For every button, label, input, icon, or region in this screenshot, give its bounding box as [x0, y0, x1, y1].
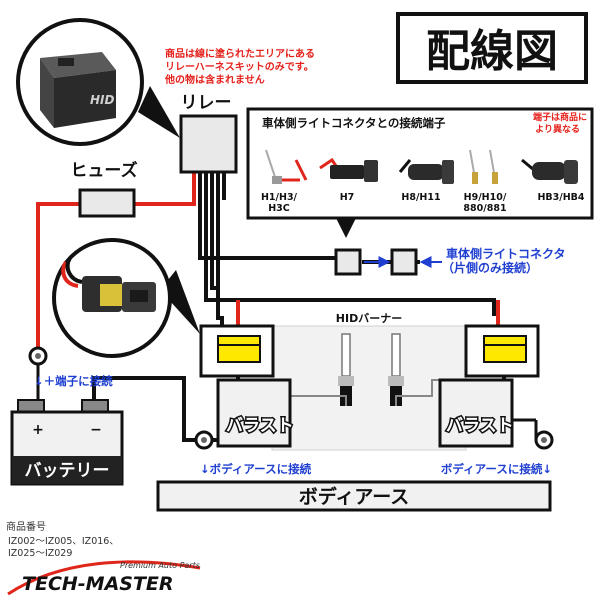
- notice-line-1: 商品は線に塗られたエリアにある: [165, 47, 315, 60]
- connector-type-h1-line1: H1/H3/: [261, 192, 298, 203]
- hid-burner-area: [271, 325, 467, 451]
- relay-block: [179, 114, 238, 174]
- brand-name: TECH-MASTER: [22, 573, 174, 595]
- connector-types-panel: 車体側ライトコネクタとの接続端子 端子は商品に より異なる: [246, 107, 594, 220]
- right-ballast: [438, 378, 514, 448]
- fuse-block: [78, 188, 136, 218]
- connector-callout-pointer: [336, 218, 356, 238]
- left-ballast: [216, 378, 292, 448]
- vehicle-connector-left: [334, 248, 362, 276]
- connector-panel-note-1: 端子は商品に: [533, 111, 587, 123]
- connector-h1-icon: [265, 149, 308, 184]
- diagram-title: 配線図: [426, 26, 558, 77]
- connector-image: [61, 256, 156, 312]
- body-earth-label: ボディアース: [299, 485, 410, 508]
- left-ballast-label: バラスト: [226, 416, 294, 436]
- plus-terminal-label: ↓＋端子に接続: [34, 374, 113, 388]
- fuse-label: ヒューズ: [70, 160, 137, 181]
- left-bulb-connector: [217, 335, 261, 363]
- battery: [10, 399, 124, 486]
- connector-type-h8: H8/H11: [401, 192, 440, 203]
- burner-lead-right: [395, 379, 440, 406]
- vehicle-connector-label-2: （片側のみ接続）: [442, 260, 538, 275]
- product-number-line-2: IZ025～IZ029: [8, 548, 72, 559]
- connector-type-h9-line1: H9/H10/: [464, 192, 507, 203]
- vehicle-connector-label-1: 車体側ライトコネクタ: [446, 246, 566, 261]
- battery-minus-sign: −: [90, 422, 102, 438]
- connector-type-h7: H7: [340, 192, 355, 203]
- connector-h7-icon: [319, 157, 378, 182]
- hid-bulb-left-icon: [338, 333, 354, 406]
- connector-type-h1-line2: H3C: [268, 203, 290, 214]
- body-connect-left-label: ↓ボディアースに接続: [200, 462, 312, 476]
- connector-panel-note-2: より異なる: [535, 124, 580, 135]
- connector-hb3-icon: [521, 158, 578, 184]
- black-wires: [92, 172, 546, 442]
- product-number-line-1: IZ002～IZ005、IZ016、: [8, 536, 119, 547]
- product-number-label: 商品番号: [6, 520, 46, 533]
- title-box: [396, 12, 588, 84]
- battery-label: バッテリー: [25, 461, 110, 481]
- connector-type-hb3: HB3/HB4: [537, 192, 584, 203]
- notice-line-2: リレーハーネスキットのみです。: [165, 61, 314, 73]
- relay-label: リレー: [181, 93, 232, 113]
- footer-area: [0, 516, 600, 600]
- notice-line-3: 他の物は含まれません: [164, 73, 265, 86]
- relay-photo-bubble: HID: [16, 18, 180, 146]
- body-connect-right-label: ボディアースに接続↓: [441, 462, 552, 476]
- connector-h8-icon: [398, 159, 454, 184]
- vehicle-connector-right: [390, 248, 418, 276]
- battery-plus-sign: +: [32, 422, 44, 438]
- right-bulb-connector: [483, 335, 527, 363]
- connector-type-h9-line2: 880/881: [463, 203, 506, 214]
- connector-h9-icon: [469, 149, 498, 185]
- connector-panel-title: 車体側ライトコネクタとの接続端子: [262, 116, 446, 130]
- right-ballast-label: バラスト: [446, 416, 514, 436]
- hid-burner-label: HIDバーナー: [336, 312, 402, 325]
- brand-tagline: Premium Auto Parts: [120, 561, 200, 570]
- connector-photo-bubble: [52, 238, 200, 358]
- brand-logo: Premium Auto Parts TECH-MASTER: [7, 560, 201, 596]
- body-earth-bar: [156, 480, 552, 512]
- relay-module-image: HID: [40, 52, 116, 128]
- hid-logo-text: HID: [90, 93, 115, 107]
